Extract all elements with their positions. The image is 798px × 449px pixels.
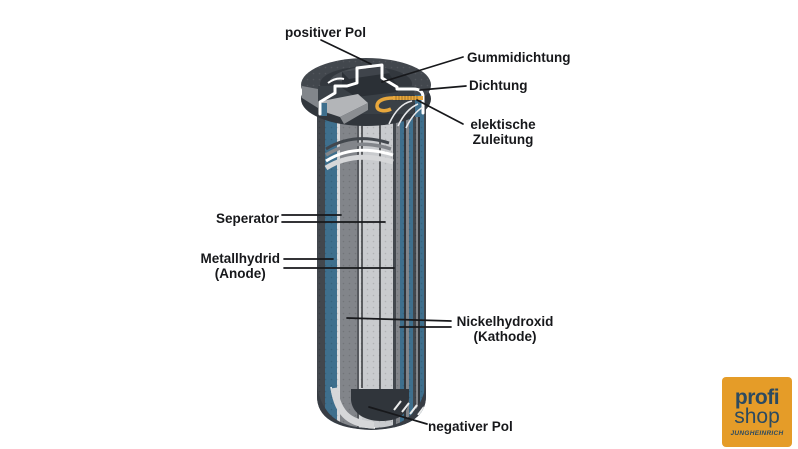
label-electric-lead-line1: elektische: [470, 117, 536, 132]
negative-pole-cup: [351, 389, 409, 421]
cap-cut-face: [302, 86, 318, 108]
label-metal-hydride-line1: Metallhydrid: [200, 251, 280, 266]
leader-negative-pole: [368, 406, 428, 425]
winding-curl: [324, 137, 394, 171]
label-positive-pole: positiver Pol: [284, 25, 366, 40]
label-electric-lead: elektische Zuleitung: [455, 117, 551, 147]
seal-wedge: [322, 94, 368, 124]
positive-terminal-outline: [318, 63, 425, 116]
logo-text-shop: shop: [734, 404, 780, 428]
logo-text-profi: profi: [734, 385, 780, 409]
label-nickel-hydroxide: Nickelhydroxid (Kathode): [455, 314, 555, 344]
label-nickel-hydroxide-line2: (Kathode): [473, 329, 537, 344]
leader-seal: [419, 85, 467, 91]
label-metal-hydride: Metallhydrid (Anode): [200, 251, 280, 281]
leader-positive-pole: [320, 39, 372, 65]
leader-electric-lead: [416, 99, 464, 125]
label-negative-pole: negativer Pol: [428, 419, 513, 434]
leader-lines: [281, 39, 467, 425]
label-separator: Seperator: [215, 211, 279, 226]
label-metal-hydride-line2: (Anode): [214, 266, 266, 281]
cap-teal-notch-right: [415, 95, 423, 117]
label-rubber-seal: Gummidichtung: [467, 50, 571, 65]
leader-nickel-hydroxide-1: [346, 317, 452, 322]
cap-teal-notch-left: [321, 103, 327, 116]
label-seal: Dichtung: [469, 78, 528, 93]
label-nickel-hydroxide-line1: Nickelhydroxid: [456, 314, 554, 329]
battery-body: [317, 100, 426, 430]
label-electric-lead-line2: Zuleitung: [472, 132, 534, 147]
stripe-top-highlights: [388, 100, 424, 129]
leader-rubber-seal: [381, 56, 464, 83]
logo-text-jungheinrich: JUNGHEINRICH: [730, 429, 784, 437]
profishop-logo: profi shop JUNGHEINRICH: [722, 377, 792, 447]
electric-lead-wire: [375, 95, 423, 113]
battery-top-cap: [301, 58, 431, 129]
